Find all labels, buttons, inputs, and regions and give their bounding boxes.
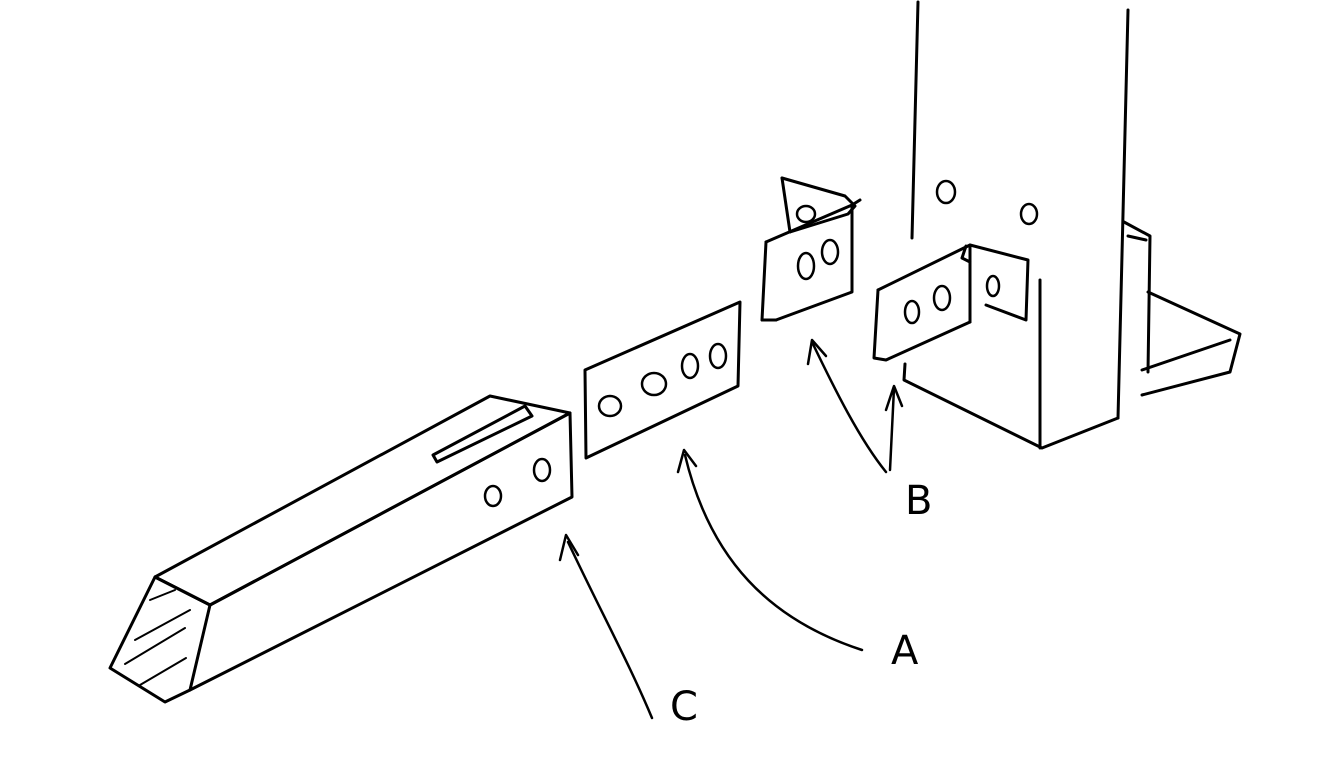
label-a: A [891, 628, 919, 674]
leader-arrow-b-post [884, 384, 904, 472]
timber-beam [108, 394, 574, 704]
bolt-hole [795, 204, 817, 224]
beam-bolt-holes [483, 457, 552, 508]
bolt-hole [820, 238, 840, 266]
leader-arrow-b-bracket [806, 338, 888, 474]
bolt-hole [932, 284, 952, 312]
angle-bracket-loose [760, 176, 862, 322]
bolt-hole [532, 457, 552, 483]
bolt-hole [1019, 202, 1039, 226]
bolt-hole [985, 274, 1001, 298]
label-b: B [905, 478, 932, 524]
bolt-hole [708, 342, 728, 370]
fixed-bracket-bolt-holes [903, 274, 1001, 325]
bolt-hole [796, 251, 816, 281]
plate-bolt-holes [597, 342, 728, 418]
post [902, 0, 1242, 450]
angle-bracket-fixed [872, 243, 1030, 362]
bolt-hole [483, 484, 503, 508]
leader-arrow-c [558, 533, 654, 720]
bolt-hole [680, 352, 700, 380]
leader-arrow-a [676, 448, 864, 652]
flat-plate [583, 300, 742, 460]
bolt-hole [935, 179, 957, 205]
post-bolt-holes [935, 179, 1039, 226]
bolt-hole [640, 371, 668, 397]
label-c: C [670, 684, 698, 730]
bolt-hole [597, 394, 623, 418]
bracket-bolt-holes [795, 204, 840, 281]
bolt-hole [903, 299, 921, 325]
